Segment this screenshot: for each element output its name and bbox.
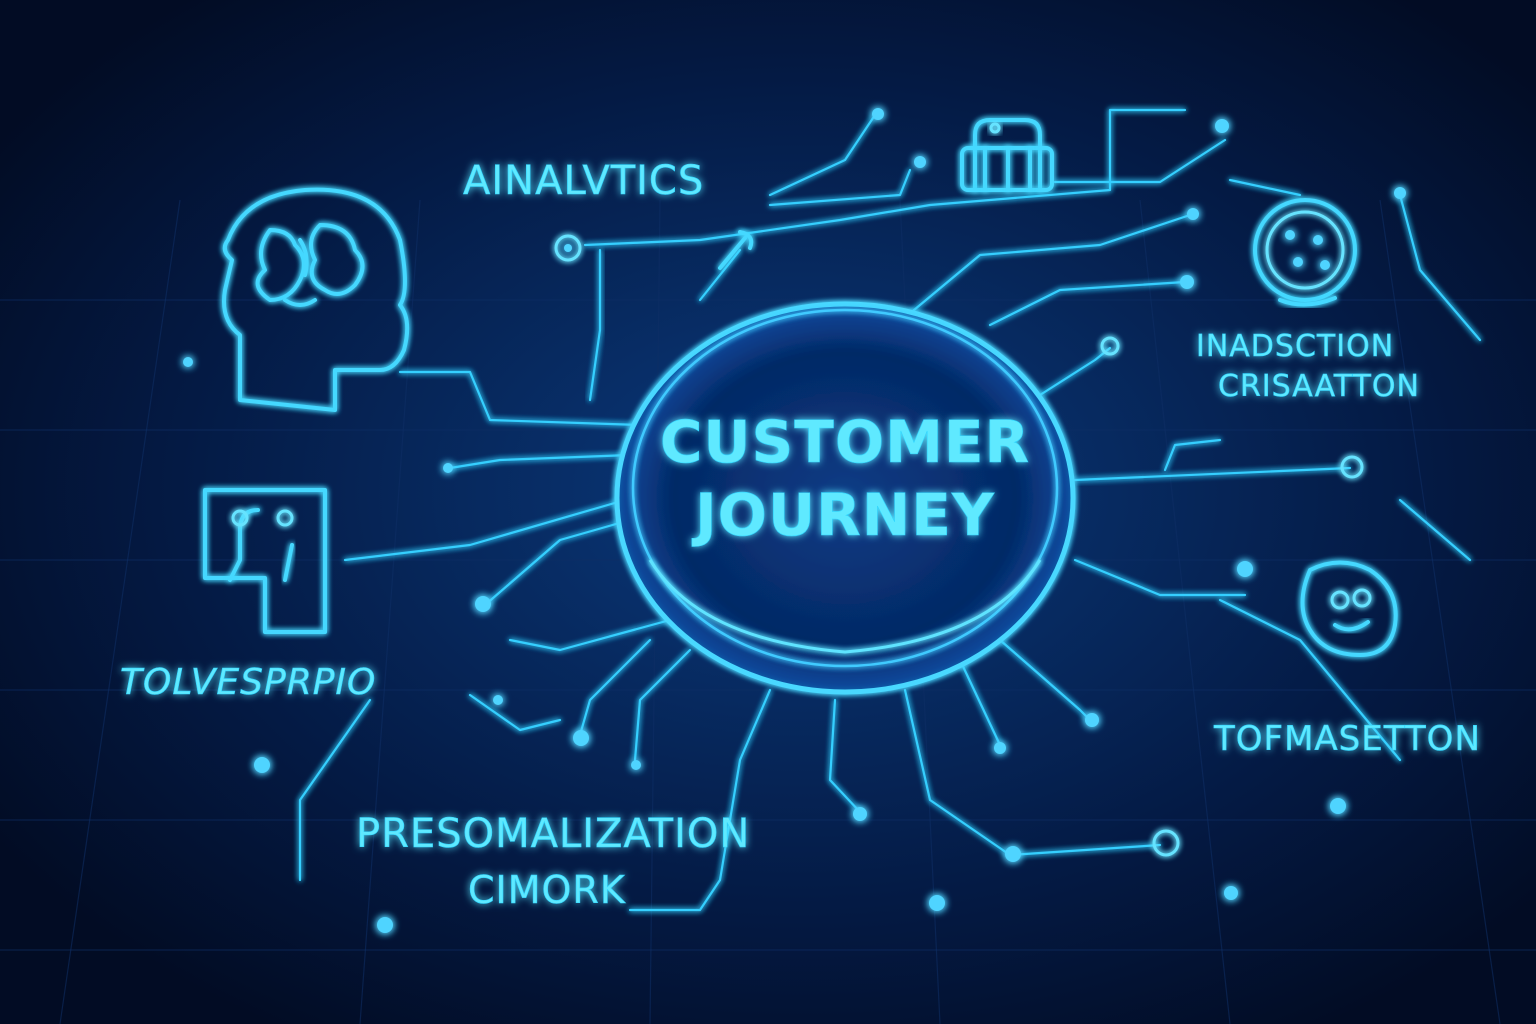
node — [1340, 455, 1364, 479]
node — [631, 760, 641, 770]
node — [1085, 713, 1099, 727]
node — [1187, 208, 1199, 220]
background-grid — [0, 199, 1536, 1024]
node — [994, 742, 1006, 754]
wrench-icon — [718, 230, 754, 270]
robot-icon — [960, 118, 1054, 192]
node — [1394, 187, 1406, 199]
label-top-right-line2: CRISAATTON — [1218, 369, 1420, 404]
node — [1237, 561, 1253, 577]
chat-bubbles-icon — [203, 488, 327, 634]
node — [872, 108, 884, 120]
node — [914, 156, 926, 168]
node — [475, 596, 491, 612]
node — [254, 757, 270, 773]
label-left: TOLVESPRPIO — [120, 662, 376, 703]
node — [929, 895, 945, 911]
network-nodes — [183, 108, 1406, 933]
label-analytics: AINALVTICS — [463, 158, 704, 204]
face-badge-icon — [1300, 560, 1398, 667]
label-bottom-line1: PRESOMALIZATION — [356, 811, 750, 857]
customer-journey-hub[interactable]: CUSTOMER JOURNEY — [614, 301, 1076, 695]
gear-icon — [554, 234, 582, 262]
node — [493, 695, 503, 705]
brain-circle-icon — [1253, 198, 1357, 307]
node — [1330, 798, 1346, 814]
node — [1005, 846, 1021, 862]
head-brain-icon — [222, 187, 410, 412]
node — [1180, 275, 1194, 289]
node — [1215, 119, 1229, 133]
node — [377, 917, 393, 933]
node — [1152, 829, 1180, 857]
label-bottom-right: TOFMASETTON — [1213, 719, 1481, 759]
label-bottom-line2: CIMORK — [468, 868, 626, 912]
node — [1100, 336, 1120, 356]
hub-title-line2: JOURNEY — [691, 481, 995, 549]
node — [183, 357, 193, 367]
node — [573, 730, 589, 746]
node — [1224, 886, 1238, 900]
hub-title-line1: CUSTOMER — [660, 408, 1030, 476]
diagram-labels: AINALVTICS INADSCTION CRISAATTON TOLVESP… — [120, 158, 1481, 913]
node — [443, 463, 453, 473]
connector-lines — [298, 108, 1482, 912]
node — [853, 807, 867, 821]
label-top-right-line1: INADSCTION — [1196, 329, 1394, 364]
